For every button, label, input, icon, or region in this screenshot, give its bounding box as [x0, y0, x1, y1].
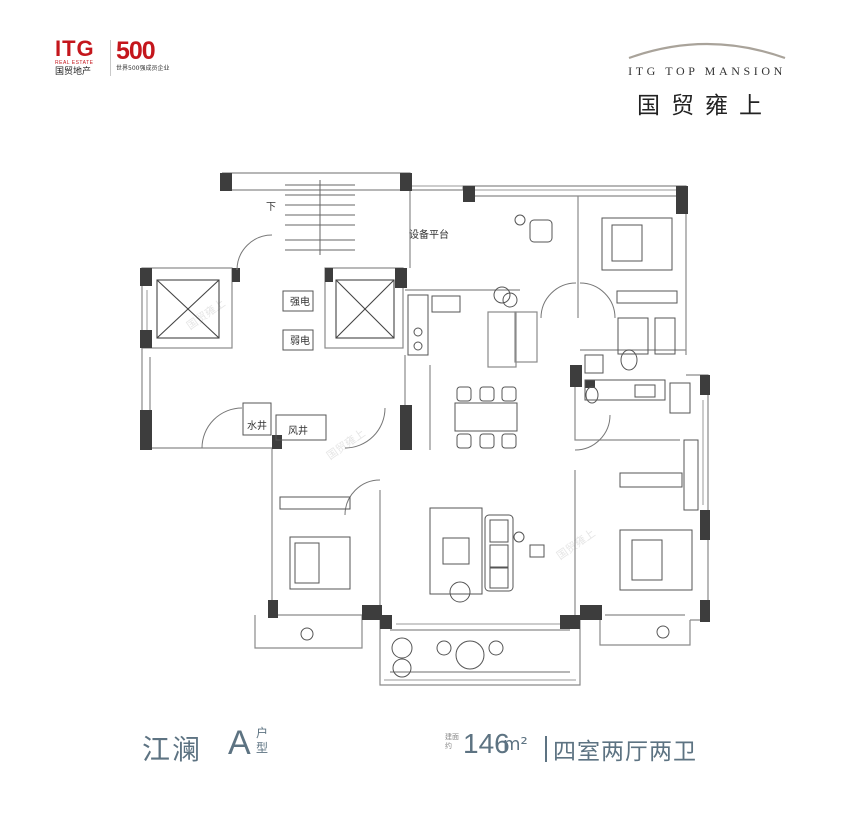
water-shaft-label: 水井 — [247, 419, 267, 432]
windows — [146, 185, 704, 681]
footer-separator — [545, 736, 547, 762]
outline-walls — [141, 172, 709, 686]
svg-text:国贸雍上: 国贸雍上 — [554, 526, 598, 563]
mansion-arc-logo — [628, 42, 786, 60]
door-swings — [201, 234, 616, 516]
living-room-furniture — [429, 507, 545, 603]
project-name-en: ITG TOP MANSION — [628, 64, 786, 78]
bathroom-fixtures — [584, 317, 691, 414]
fortune500-logo: 500 世界500强成员企业 — [116, 38, 196, 82]
fortune500-caption: 世界500强成员企业 — [116, 65, 170, 72]
stair-down-label: 下 — [266, 202, 276, 213]
elevator-shafts — [156, 279, 395, 339]
svg-text:国贸雍上: 国贸雍上 — [184, 296, 228, 333]
plan-watermarks: 国贸雍上 国贸雍上 国贸雍上 — [184, 296, 598, 563]
area-caption: 建面约 — [445, 733, 459, 750]
itg-logo: ITG REAL ESTATE 国贸地产 — [55, 38, 107, 82]
strong-current-label: 强电 — [290, 295, 310, 308]
project-name-cn: 国贸雍上 — [637, 93, 773, 119]
area-value: 146 — [463, 728, 510, 759]
logo-divider — [110, 40, 111, 76]
layout-description: 四室两厅两卫 — [553, 739, 697, 765]
air-shaft-label: 风井 — [288, 424, 308, 437]
unit-type-label: 户型 — [256, 726, 269, 755]
bedroom-furniture — [279, 217, 699, 591]
unit-letter: A — [228, 724, 251, 762]
dining-table — [454, 386, 518, 449]
svg-text:国贸雍上: 国贸雍上 — [324, 426, 368, 463]
service-shafts — [242, 290, 327, 441]
plants-and-tables — [300, 214, 670, 678]
area-unit: m² — [503, 734, 528, 755]
itg-logo-subtext: REAL ESTATE — [55, 60, 94, 66]
equipment-platform-label: 设备平台 — [409, 228, 449, 241]
unit-name: 江澜 — [142, 733, 203, 766]
staircase — [285, 180, 355, 255]
itg-logo-cn: 国贸地产 — [55, 67, 92, 77]
fortune500-number: 500 — [116, 37, 156, 65]
structural-walls — [140, 173, 710, 629]
weak-current-label: 弱电 — [290, 334, 310, 347]
kitchen — [407, 294, 461, 356]
itg-logo-text: ITG — [55, 36, 95, 61]
